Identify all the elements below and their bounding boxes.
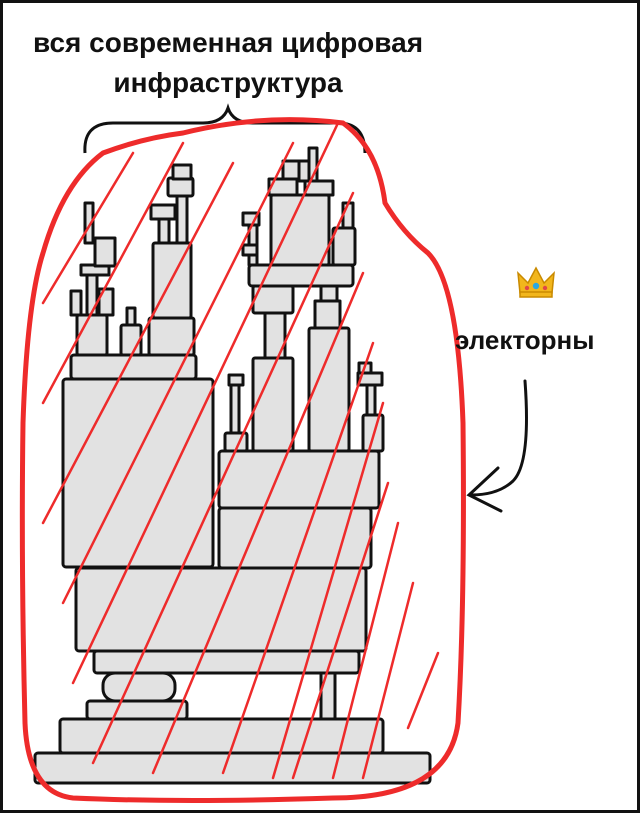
drawing bbox=[19, 103, 528, 803]
curly-brace-icon bbox=[83, 103, 367, 154]
curved-arrow-icon bbox=[466, 379, 528, 513]
caption-title: вся современная цифровая инфраструктура bbox=[3, 23, 453, 103]
red-outline bbox=[19, 117, 466, 803]
red-hatching bbox=[41, 121, 440, 780]
caption-title-line-2: инфраструктура bbox=[113, 67, 343, 98]
side-label: электорны bbox=[455, 325, 595, 355]
crown-icon bbox=[517, 266, 555, 298]
caption-title-line-1: вся современная цифровая bbox=[32, 27, 424, 58]
block-tower bbox=[33, 146, 432, 785]
